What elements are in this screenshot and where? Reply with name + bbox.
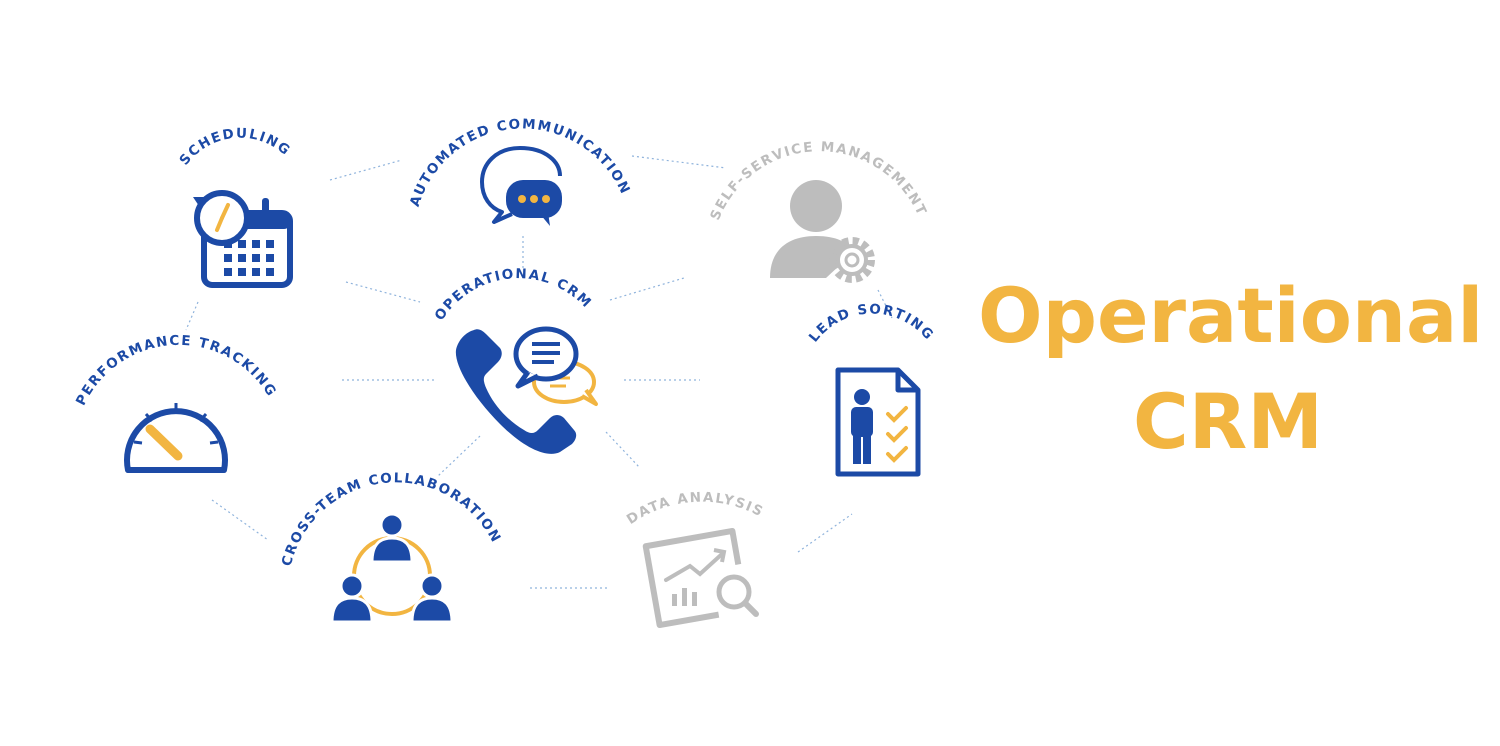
connector-scheduling-center bbox=[345, 281, 421, 303]
person-checklist-icon bbox=[835, 367, 921, 477]
chat-bubbles-icon bbox=[480, 146, 562, 226]
chart-magnifier-icon bbox=[642, 527, 759, 629]
team-cycle-icon bbox=[330, 512, 454, 624]
label-data-analysis: DATA ANALYSIS bbox=[624, 490, 767, 528]
connector-center-data bbox=[605, 431, 641, 469]
connector-data-lead bbox=[797, 513, 853, 553]
phone-chat-icon bbox=[455, 326, 598, 454]
page-title-line-2: CRM bbox=[1133, 377, 1323, 466]
speedometer-icon bbox=[124, 403, 228, 473]
connector-lines bbox=[185, 155, 893, 589]
user-gear-icon bbox=[770, 180, 875, 283]
connector-automated-selfservice bbox=[631, 155, 727, 169]
connector-selfservice-lead bbox=[877, 289, 893, 319]
page-title-line-1: Operational bbox=[978, 271, 1484, 360]
label-performance-tracking: PERFORMANCE TRACKING bbox=[73, 333, 280, 408]
connector-perf-cross bbox=[211, 499, 269, 541]
connector-center-cross bbox=[437, 435, 481, 477]
connector-scheduling-perf bbox=[185, 301, 199, 331]
calendar-clock-icon bbox=[193, 190, 293, 288]
label-scheduling: SCHEDULING bbox=[176, 126, 293, 169]
label-lead-sorting: LEAD SORTING bbox=[806, 301, 937, 345]
connector-scheduling-automated bbox=[329, 159, 403, 181]
label-operational-crm: OPERATIONAL CRM bbox=[432, 266, 595, 324]
connector-selfservice-center bbox=[609, 277, 685, 301]
